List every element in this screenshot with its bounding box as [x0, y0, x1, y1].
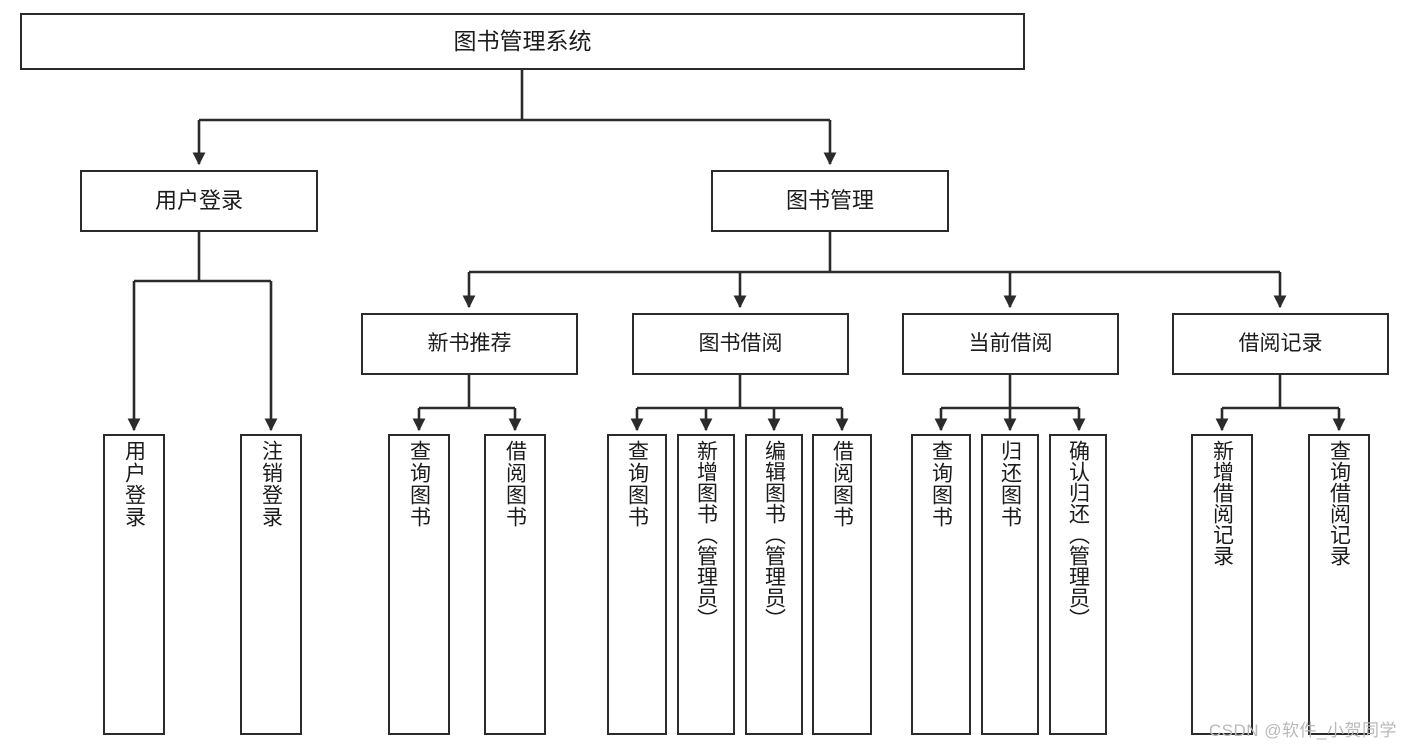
node-user-login-label: 用户登录	[154, 187, 243, 213]
node-leaf-query-book-3[interactable]: 查询图书	[911, 434, 971, 735]
node-leaf-edit-book-label: 编辑图书（管理员）	[762, 440, 786, 629]
node-leaf-query-book-1[interactable]: 查询图书	[388, 434, 450, 735]
node-leaf-add-book[interactable]: 新增图书（管理员）	[677, 434, 735, 735]
node-leaf-return-book-label: 归还图书	[998, 440, 1022, 528]
node-leaf-logout[interactable]: 注销登录	[240, 434, 302, 735]
node-book-borrow[interactable]: 图书借阅	[632, 313, 849, 375]
node-leaf-borrow-book-1[interactable]: 借阅图书	[484, 434, 546, 735]
node-leaf-borrow-book-1-label: 借阅图书	[503, 440, 527, 528]
node-leaf-query-record-label: 查询借阅记录	[1327, 440, 1351, 566]
node-leaf-query-book-1-label: 查询图书	[407, 440, 431, 528]
node-leaf-query-book-2[interactable]: 查询图书	[607, 434, 667, 735]
node-leaf-query-book-2-label: 查询图书	[625, 440, 649, 528]
node-leaf-query-book-3-label: 查询图书	[929, 440, 953, 528]
node-leaf-user-login-label: 用户登录	[122, 440, 146, 528]
node-leaf-borrow-book-2[interactable]: 借阅图书	[812, 434, 872, 735]
node-new-book-recommend-label: 新书推荐	[427, 331, 512, 355]
node-leaf-query-record[interactable]: 查询借阅记录	[1308, 434, 1370, 735]
node-book-borrow-label: 图书借阅	[698, 331, 783, 355]
node-leaf-user-login[interactable]: 用户登录	[103, 434, 165, 735]
node-leaf-borrow-book-2-label: 借阅图书	[830, 440, 854, 528]
node-borrow-record[interactable]: 借阅记录	[1172, 313, 1389, 375]
node-leaf-edit-book[interactable]: 编辑图书（管理员）	[745, 434, 803, 735]
node-root[interactable]: 图书管理系统	[20, 13, 1025, 70]
watermark: CSDN @软件_小贺同学	[1208, 721, 1397, 740]
node-leaf-return-book[interactable]: 归还图书	[981, 434, 1039, 735]
node-current-borrow-label: 当前借阅	[968, 331, 1053, 355]
node-leaf-logout-label: 注销登录	[259, 440, 283, 528]
node-borrow-record-label: 借阅记录	[1238, 331, 1323, 355]
node-leaf-add-record-label: 新增借阅记录	[1210, 440, 1234, 566]
node-current-borrow[interactable]: 当前借阅	[902, 313, 1119, 375]
node-user-login[interactable]: 用户登录	[80, 170, 318, 232]
node-leaf-confirm-return[interactable]: 确认归还（管理员）	[1049, 434, 1107, 735]
node-new-book-recommend[interactable]: 新书推荐	[361, 313, 578, 375]
node-leaf-add-record[interactable]: 新增借阅记录	[1191, 434, 1253, 735]
node-leaf-confirm-return-label: 确认归还（管理员）	[1066, 440, 1090, 629]
node-root-label: 图书管理系统	[453, 27, 592, 54]
node-book-manage-label: 图书管理	[785, 187, 874, 213]
node-book-manage[interactable]: 图书管理	[711, 170, 949, 232]
node-leaf-add-book-label: 新增图书（管理员）	[694, 440, 718, 629]
